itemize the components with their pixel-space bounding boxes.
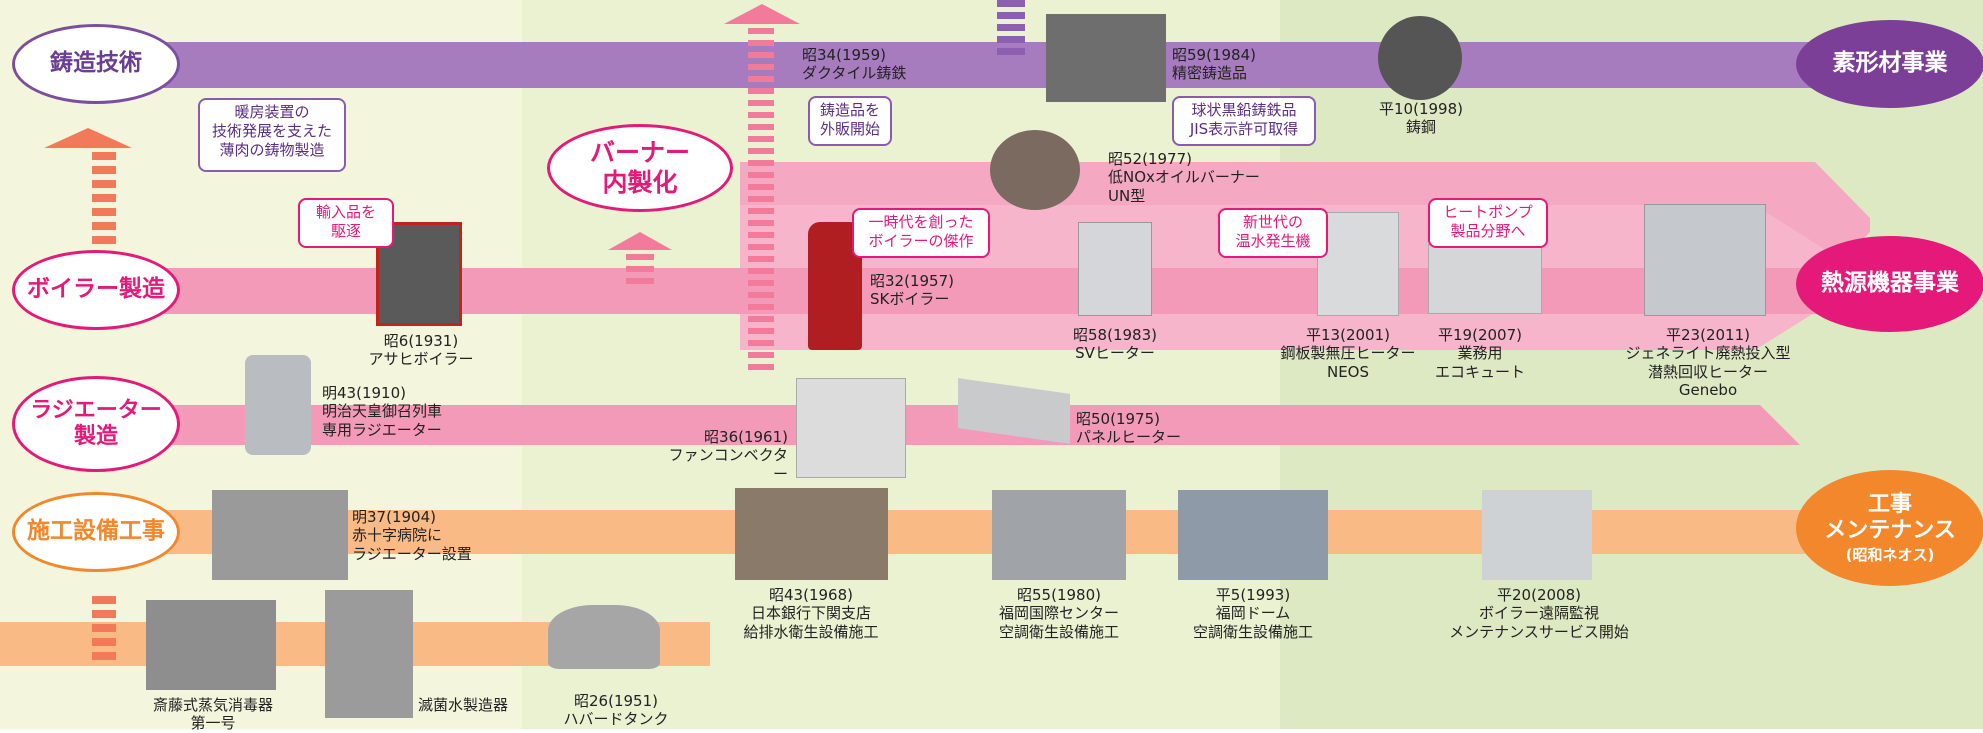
event-1959-caption: 昭34(1959) ダクタイル鋳鉄: [802, 46, 907, 83]
purple-stack-icon: [997, 0, 1025, 55]
precision-casting-photo: [1046, 14, 1166, 102]
external-sales-callout: 鋳造品を 外販開始: [808, 96, 892, 146]
boiler-category: ボイラー製造: [12, 250, 180, 330]
casting-category: 鋳造技術: [12, 24, 180, 104]
event-2008-caption: 平20(2008) ボイラー遠隔監視 メンテナンスサービス開始: [1449, 586, 1629, 641]
era-showa-background: [522, 0, 1280, 729]
era-heisei-background: [1280, 0, 1983, 729]
event-1904-caption: 明37(1904) 赤十字病院に ラジエーター設置: [352, 508, 472, 563]
event-1910-caption: 明43(1910) 明治天皇御召列車 専用ラジエーター: [322, 384, 443, 439]
fan-convector-photo: [796, 378, 906, 478]
event-1977-caption: 昭52(1977) 低NOxオイルバーナー UN型: [1108, 150, 1260, 205]
sv-heater-photo: [1078, 222, 1152, 316]
imports-callout: 輸入品を 駆逐: [298, 198, 394, 248]
hubbard-tank-photo: [548, 605, 660, 669]
heatpump-callout: ヒートポンプ 製品分野へ: [1428, 198, 1548, 248]
event-1984-caption: 昭59(1984) 精密鋳造品: [1172, 46, 1256, 83]
red-cross-hospital-photo: [212, 490, 348, 580]
event-1980-caption: 昭55(1980) 福岡国際センター 空調衛生設備施工: [998, 586, 1119, 641]
thin-casting-callout: 暖房装置の 技術発展を支えた 薄肉の鋳物製造: [198, 98, 346, 172]
event-1951-caption: 昭26(1951) ハバードタンク: [563, 692, 669, 729]
up-arrow-icon: [724, 4, 800, 370]
boiler-band: [100, 268, 1840, 314]
event-1975-caption: 昭50(1975) パネルヒーター: [1076, 410, 1182, 447]
event-1998-caption: 平10(1998) 鋳鋼: [1379, 100, 1463, 137]
remote-monitor-photo: [1482, 490, 1592, 580]
sterile-water-photo: [325, 590, 413, 718]
fukuoka-center-photo: [992, 490, 1126, 580]
event-2007-caption: 平19(2007) 業務用 エコキュート: [1434, 326, 1525, 381]
ecocute-photo: [1428, 244, 1542, 314]
event-1957-caption: 昭32(1957) SKボイラー: [870, 272, 954, 309]
radiator-photo: [245, 355, 311, 455]
cast-steel-photo: [1378, 16, 1462, 100]
neos-photo: [1317, 212, 1399, 316]
event-2001-caption: 平13(2001) 鋼板製無圧ヒーター NEOS: [1280, 326, 1416, 381]
burner-category: バーナー 内製化: [547, 124, 733, 212]
sterile-water-caption: 滅菌水製造器: [418, 696, 509, 714]
bank-building-photo: [735, 488, 888, 580]
event-1968-caption: 昭43(1968) 日本銀行下関支店 給排水衛生設備施工: [743, 586, 879, 641]
construction-category: 施工設備工事: [12, 492, 180, 572]
maintenance-title: 工事 メンテナンス: [1824, 491, 1956, 543]
event-2011-caption: 平23(2011) ジェネライト廃熱投入型 潜熱回収ヒーター Genebo: [1625, 326, 1791, 399]
up-arrow-icon: [44, 128, 132, 660]
event-1931-caption: 昭6(1931) アサヒボイラー: [368, 332, 474, 369]
event-1993-caption: 平5(1993) 福岡ドーム 空調衛生設備施工: [1192, 586, 1313, 641]
radiator-band: [100, 405, 1800, 445]
genebo-photo: [1644, 204, 1766, 316]
event-1961-caption: 昭36(1961) ファンコンベクター: [668, 428, 788, 483]
burner-un-photo: [990, 130, 1080, 210]
event-1983-caption: 昭58(1983) SVヒーター: [1073, 326, 1157, 363]
heat-business: 熱源機器事業: [1796, 236, 1983, 332]
radiator-category: ラジエーター 製造: [12, 376, 180, 472]
saito-disinfector-photo: [146, 600, 276, 690]
maintenance-subtitle: (昭和ネオス): [1845, 546, 1935, 565]
maintenance-business: 工事 メンテナンス (昭和ネオス): [1796, 470, 1983, 586]
jis-callout: 球状黒鉛鋳鉄品 JIS表示許可取得: [1172, 96, 1316, 146]
up-arrow-icon: [608, 232, 672, 284]
sk-masterpiece-callout: 一時代を創った ボイラーの傑作: [852, 208, 990, 258]
materials-business: 素形材事業: [1796, 20, 1983, 108]
fukuoka-dome-photo: [1178, 490, 1328, 580]
new-gen-callout: 新世代の 温水発生機: [1218, 208, 1328, 258]
saito-caption: 斎藤式蒸気消毒器 第一号: [152, 696, 273, 733]
